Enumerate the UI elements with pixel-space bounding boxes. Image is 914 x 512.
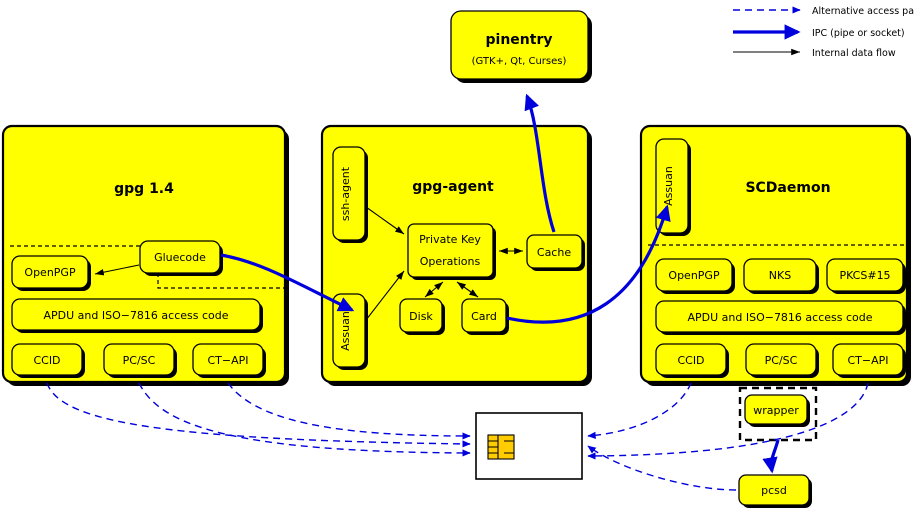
ipc-gluecode-to-agent-assuan <box>220 253 355 312</box>
scdaemon-node-ccid[interactable]: CCID <box>655 343 729 378</box>
agent-card-label: Card <box>471 310 497 323</box>
flow-pko-disk <box>424 281 444 298</box>
alt-gpg-ccid-to-card <box>46 382 471 448</box>
flow-ssh-to-pko <box>365 206 405 235</box>
scdaemon-assuan-label: Assuan <box>662 166 675 206</box>
agent-assuan-label: Assuan <box>339 311 352 351</box>
gpg-node-ccid[interactable]: CCID <box>11 343 85 378</box>
gpg-gluecode-label: Gluecode <box>154 251 206 264</box>
scdaemon-node-apdu[interactable]: APDU and ISO−7816 access code <box>655 300 906 335</box>
gpg-node-apdu[interactable]: APDU and ISO−7816 access code <box>11 298 263 333</box>
agent-node-disk[interactable]: Disk <box>399 298 445 335</box>
scdaemon-pcsc-label: PC/SC <box>765 354 798 367</box>
scdaemon-nks-label: NKS <box>769 269 791 282</box>
legend-label-internal: Internal data flow <box>812 48 896 59</box>
agent-node-assuan[interactable]: Assuan <box>332 293 368 370</box>
alt-pcsd-to-card <box>587 445 737 491</box>
gpg-panel[interactable]: gpg 1.4 OpenPGP Gluecode APDU and ISO−78… <box>1 124 289 386</box>
ipc-cache-to-pinentry <box>524 93 556 233</box>
gpg-openpgp-label: OpenPGP <box>24 266 76 279</box>
scdaemon-node-openpgp[interactable]: OpenPGP <box>655 258 735 294</box>
alt-scdaemon-ccid-to-card <box>587 382 692 440</box>
agent-title: gpg-agent <box>412 179 494 195</box>
gpg-agent-panel[interactable]: gpg-agent ssh-agent Assuan Private Key O… <box>320 124 592 386</box>
wrapper-dashed-region <box>738 386 818 442</box>
agent-ssh-agent-label: ssh-agent <box>339 166 352 221</box>
gpg-node-pcsc[interactable]: PC/SC <box>103 343 177 378</box>
scdaemon-ccid-label: CCID <box>677 354 704 367</box>
gpg-pcsc-label: PC/SC <box>123 354 156 367</box>
scdaemon-panel[interactable]: SCDaemon Assuan OpenPGP NKS PKCS#15 APDU… <box>639 124 911 386</box>
legend-item-ipc: IPC (pipe or socket) <box>733 24 905 40</box>
scdaemon-ctapi-label: CT−API <box>847 354 888 367</box>
gpg-ctapi-label: CT−API <box>207 354 248 367</box>
gpg-title: gpg 1.4 <box>114 181 174 197</box>
gpg-apdu-label: APDU and ISO−7816 access code <box>43 309 228 322</box>
gpg-node-ctapi[interactable]: CT−API <box>192 343 266 378</box>
scdaemon-title: SCDaemon <box>745 180 830 196</box>
ipc-card-to-scdaemon-assuan <box>506 204 671 324</box>
pcsd-box[interactable]: pcsd <box>738 474 812 508</box>
gpg-ccid-label: CCID <box>33 354 60 367</box>
wrapper-group[interactable]: wrapper <box>738 386 818 442</box>
legend-item-alternative: Alternative access paths <box>733 6 914 17</box>
gpg-node-gluecode[interactable]: Gluecode <box>139 240 223 276</box>
agent-node-cache[interactable]: Cache <box>526 234 585 271</box>
agent-pko-line2: Operations <box>420 255 481 268</box>
scdaemon-apdu-label: APDU and ISO−7816 access code <box>687 311 872 324</box>
wrapper-label: wrapper <box>753 404 799 417</box>
flow-pko-card <box>456 281 479 298</box>
agent-node-ssh-agent[interactable]: ssh-agent <box>332 146 368 243</box>
alt-gpg-ctapi-to-card <box>227 382 471 440</box>
legend: Alternative access paths IPC (pipe or so… <box>733 6 914 59</box>
scdaemon-node-nks[interactable]: NKS <box>743 258 819 294</box>
agent-node-private-key-operations[interactable]: Private Key Operations <box>407 223 496 280</box>
scdaemon-node-ctapi[interactable]: CT−API <box>832 343 906 378</box>
agent-node-card[interactable]: Card <box>461 298 509 335</box>
pcsd-label: pcsd <box>761 484 787 497</box>
scdaemon-openpgp-label: OpenPGP <box>668 269 720 282</box>
gpg-node-openpgp[interactable]: OpenPGP <box>11 255 91 291</box>
pinentry-title: pinentry <box>486 32 553 48</box>
scdaemon-pkcs15-label: PKCS#15 <box>839 269 890 282</box>
scdaemon-node-pkcs15[interactable]: PKCS#15 <box>826 258 906 294</box>
agent-pko-line1: Private Key <box>419 233 481 246</box>
scdaemon-node-pcsc[interactable]: PC/SC <box>745 343 819 378</box>
alt-scdaemon-ctapi-to-card <box>587 382 869 460</box>
legend-label-alternative: Alternative access paths <box>812 6 914 17</box>
ipc-wrapper-to-pcsd <box>762 439 780 474</box>
flow-gluecode-to-openpgp <box>94 264 140 276</box>
flow-assuan-to-pko <box>365 270 405 321</box>
agent-cache-label: Cache <box>537 246 571 259</box>
agent-disk-label: Disk <box>409 310 433 323</box>
alt-gpg-pcsc-to-card <box>138 382 471 457</box>
legend-item-internal: Internal data flow <box>733 48 896 59</box>
pinentry-subtitle: (GTK+, Qt, Curses) <box>472 56 567 67</box>
smart-card[interactable] <box>475 412 583 480</box>
pinentry-box[interactable]: pinentry (GTK+, Qt, Curses) <box>450 10 592 83</box>
legend-label-ipc: IPC (pipe or socket) <box>812 28 905 39</box>
